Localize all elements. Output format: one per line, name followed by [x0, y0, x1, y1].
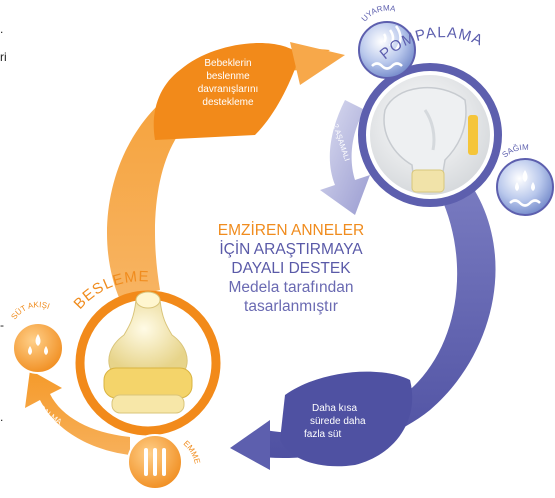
title-line-4: Medela tarafından — [228, 279, 354, 296]
orange-bubble-line: destekleme — [202, 97, 254, 108]
milk-flow-label: SÜT AKIŞI — [9, 300, 51, 321]
breast-pump-illustration — [383, 87, 478, 193]
orange-arrow-head — [290, 42, 345, 85]
two-phase-arrow — [320, 100, 370, 215]
svg-text:SÜT AKIŞI: SÜT AKIŞI — [9, 300, 51, 321]
purple-arrow-head — [230, 420, 270, 470]
orange-bubble-line: beslenme — [206, 71, 250, 82]
teat-illustration — [103, 291, 193, 414]
edge-fragment: . — [0, 410, 4, 424]
edge-fragment: . — [0, 22, 4, 36]
stimulation-label: UYARMA — [360, 4, 397, 24]
sucking-icon-group — [127, 434, 183, 490]
edge-fragment: - — [0, 318, 4, 332]
edge-fragment: ri — [0, 50, 7, 64]
purple-bubble-line: fazla süt — [304, 429, 342, 440]
milk-flow-icon-group — [12, 322, 64, 374]
sucking-label: EMME — [182, 439, 202, 465]
swallowing-arrow — [25, 370, 130, 455]
svg-text:EMME: EMME — [182, 439, 202, 465]
purple-bubble-text: Daha kısa sürede daha fazla süt — [290, 402, 400, 441]
expression-label: SAĞIM — [500, 143, 529, 160]
title-line-2: İÇİN ARAŞTIRMAYA — [219, 241, 363, 258]
orange-info-bubble — [153, 43, 300, 140]
center-title: EMZİREN ANNELER İÇİN ARAŞTIRMAYA DAYALI … — [176, 221, 406, 316]
stimulation-icon-group — [358, 21, 416, 79]
milk-flow-icon — [12, 322, 64, 374]
purple-info-bubble — [280, 371, 413, 467]
orange-bubble-line: Bebeklerin — [204, 58, 252, 69]
title-line-5: tasarlanmıştır — [244, 298, 338, 315]
svg-text:SAĞIM: SAĞIM — [500, 143, 529, 160]
orange-bubble-line: davranışlarını — [197, 84, 259, 95]
title-line-1: EMZİREN ANNELER — [217, 222, 365, 239]
expression-icon-group — [496, 158, 554, 216]
purple-bubble-line: Daha kısa — [312, 403, 358, 414]
orange-bubble-text: Bebeklerin beslenme davranışlarını deste… — [168, 57, 288, 109]
title-line-3: DAYALI DESTEK — [231, 260, 351, 277]
purple-cycle-arc — [250, 170, 496, 458]
svg-text:UYARMA: UYARMA — [360, 4, 397, 24]
purple-bubble-line: sürede daha — [310, 416, 366, 427]
